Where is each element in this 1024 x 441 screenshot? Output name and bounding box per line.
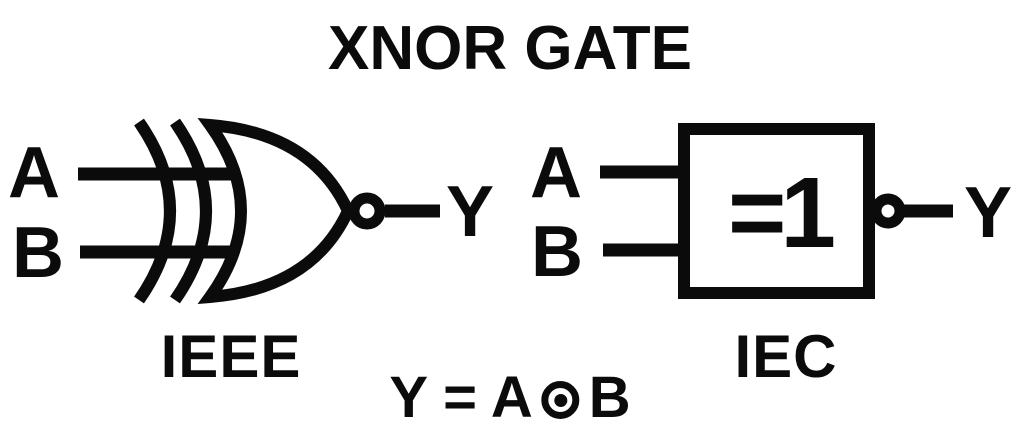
ieee-gate-body: [197, 118, 355, 304]
iec-box-function-label: =1: [727, 157, 836, 269]
ieee-output-label: Y: [445, 172, 495, 252]
iec-standard-label: IEC: [734, 323, 838, 390]
ieee-inversion-bubble: [348, 192, 386, 230]
iec-xnor-symbol: [600, 123, 953, 299]
ieee-xnor-symbol: [78, 118, 440, 304]
iec-inversion-bubble: [870, 193, 906, 229]
iec-input-b-label: B: [531, 212, 583, 292]
ieee-input-a-label: A: [8, 133, 60, 213]
circled-dot-center: [554, 393, 568, 407]
boolean-expression: Y = A B: [389, 369, 630, 427]
xor-extra-back-curve-2: [170, 118, 212, 304]
expression-lhs: Y = A: [389, 365, 533, 430]
page-title: XNOR GATE: [328, 14, 692, 83]
ieee-input-b-label: B: [12, 213, 64, 293]
iec-gate-box: [678, 123, 875, 299]
circled-dot-operator-icon: [541, 381, 580, 419]
expression-rhs: B: [588, 365, 631, 430]
ieee-standard-label: IEEE: [160, 323, 302, 390]
xor-extra-back-curve-1: [134, 118, 176, 304]
iec-input-a-label: A: [530, 133, 582, 213]
iec-output-label: Y: [963, 173, 1013, 253]
